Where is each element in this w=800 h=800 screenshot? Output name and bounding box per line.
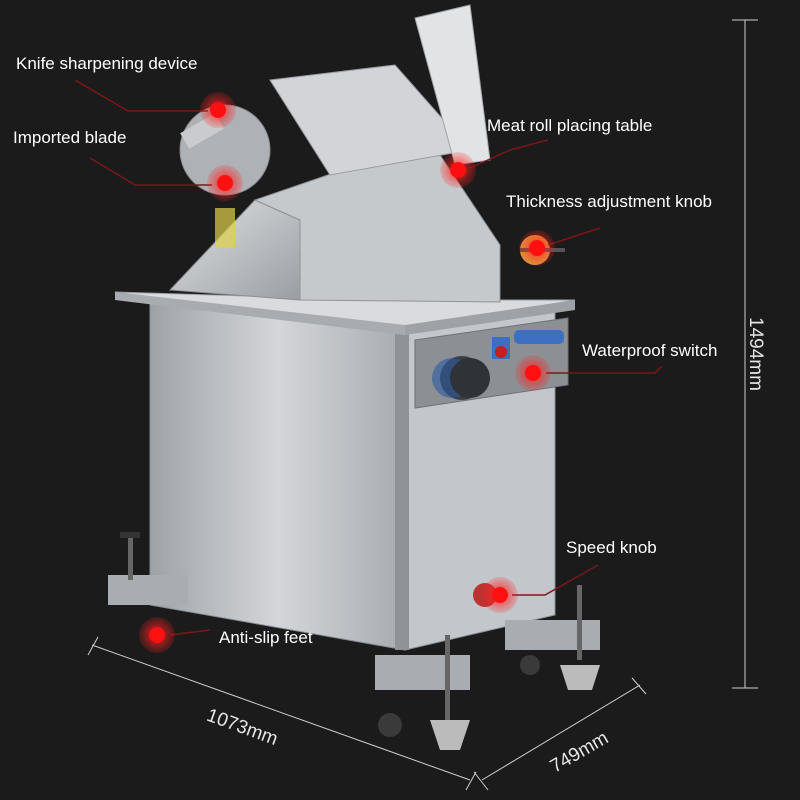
callout-label-meat-roll-placing-table: Meat roll placing table: [487, 116, 653, 135]
marker-thickness-knob: [519, 230, 555, 266]
callout-label-waterproof-switch: Waterproof switch: [582, 341, 718, 360]
leader-lines: [74, 79, 663, 636]
marker-anti-slip-feet: [139, 617, 175, 653]
feet: [108, 532, 600, 750]
marker-knife-sharpening: [200, 92, 236, 128]
dimension-lines: [87, 19, 758, 791]
marker-imported-blade: [207, 165, 243, 201]
callout-label-thickness-adjustment-knob: Thickness adjustment knob: [506, 192, 712, 211]
slicer-head: [168, 4, 565, 303]
marker-meat-roll-table: [440, 152, 476, 188]
callout-label-knife-sharpening-device: Knife sharpening device: [16, 54, 198, 73]
height-dimension-label: 1494mm: [744, 317, 766, 391]
callout-label-imported-blade: Imported blade: [13, 128, 127, 147]
marker-speed-knob: [482, 577, 518, 613]
callout-label-anti-slip-feet: Anti-slip feet: [219, 628, 313, 647]
callout-label-speed-knob: Speed knob: [566, 538, 657, 557]
callout-markers: [139, 92, 555, 653]
marker-waterproof-switch: [515, 355, 551, 391]
